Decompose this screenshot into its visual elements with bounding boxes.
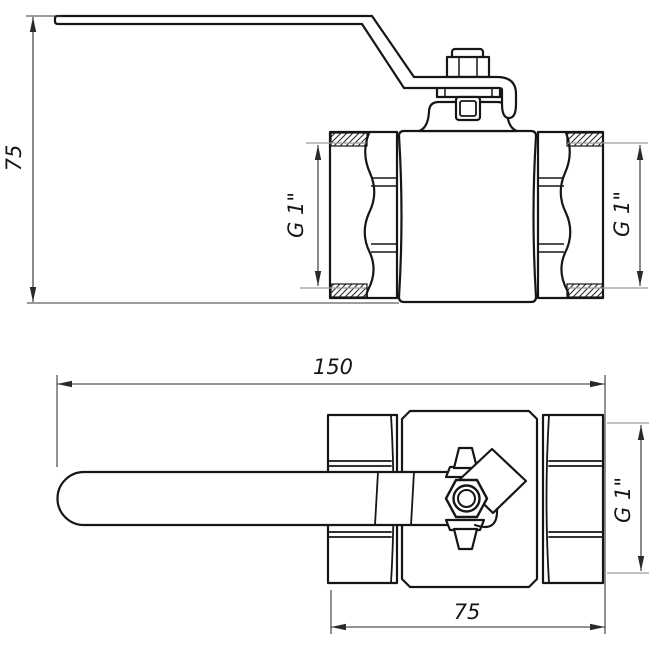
arrow-down-icon bbox=[314, 271, 322, 286]
stem-hex-nut-facets bbox=[458, 58, 478, 76]
handle-grip-division-lines bbox=[374, 471, 415, 526]
front-left-end-connection bbox=[328, 130, 399, 300]
arrow-down-icon bbox=[29, 287, 37, 302]
right-hex-flat-lines bbox=[548, 460, 603, 538]
front-thread-left-label: G 1" bbox=[284, 192, 308, 238]
arrow-right-icon bbox=[590, 623, 605, 631]
arrow-down-icon bbox=[636, 271, 644, 286]
plan-length-label: 150 bbox=[313, 355, 353, 379]
plan-view: 150 75 G 1" bbox=[56, 355, 649, 634]
arrow-right-icon bbox=[590, 380, 605, 388]
plan-handle-lever bbox=[56, 470, 457, 527]
arrow-up-icon bbox=[637, 425, 645, 440]
front-thread-right-label: G 1" bbox=[610, 191, 634, 237]
stem-wing-base-bottom bbox=[444, 518, 486, 532]
stem-hex-nut bbox=[445, 55, 491, 79]
right-end-body bbox=[536, 130, 605, 300]
stem-window-inner bbox=[459, 100, 477, 117]
front-height-label: 75 bbox=[2, 145, 26, 172]
front-view: 75 G 1" G 1" bbox=[2, 14, 648, 304]
right-thread-hatch-bottom bbox=[566, 283, 604, 298]
front-right-end-connection bbox=[536, 130, 605, 300]
left-thread-hatch-top bbox=[330, 132, 368, 147]
arrow-up-icon bbox=[29, 17, 37, 32]
front-handle-lever bbox=[53, 14, 518, 120]
handle-neck-curve bbox=[473, 507, 499, 529]
left-thread-hatch-bottom bbox=[330, 283, 368, 298]
arrow-left-icon bbox=[331, 623, 346, 631]
left-end-body bbox=[328, 130, 399, 300]
left-hex-flat-lines bbox=[328, 460, 392, 538]
left-hex-facet-lines bbox=[371, 177, 396, 253]
arrow-up-icon bbox=[314, 145, 322, 160]
stem-window-outer bbox=[454, 95, 482, 122]
plan-handle-fill bbox=[57, 472, 455, 525]
plan-dimensions: 150 75 G 1" bbox=[56, 355, 649, 634]
handle-bend-diamond bbox=[457, 447, 528, 515]
right-thread-hatch-top bbox=[566, 132, 604, 147]
front-dimensions: 75 G 1" G 1" bbox=[2, 15, 648, 304]
plan-thread-right-label: G 1" bbox=[611, 477, 635, 523]
right-end-body bbox=[541, 413, 605, 585]
arrow-left-icon bbox=[57, 380, 72, 388]
right-hex-facet-lines bbox=[539, 177, 564, 253]
right-break-wavy-line bbox=[559, 131, 572, 299]
plan-stem-assembly bbox=[444, 446, 528, 551]
left-break-wavy-line bbox=[363, 131, 376, 299]
arrow-down-icon bbox=[637, 556, 645, 571]
plan-right-end-connection bbox=[541, 413, 605, 585]
stem-circle-inner bbox=[457, 489, 476, 508]
arrow-up-icon bbox=[636, 145, 644, 160]
valve-center-body bbox=[397, 129, 538, 304]
right-hex-chamfer-curve bbox=[545, 414, 550, 584]
plan-width-label: 75 bbox=[454, 600, 481, 624]
stem-wing-bottom bbox=[452, 527, 479, 551]
